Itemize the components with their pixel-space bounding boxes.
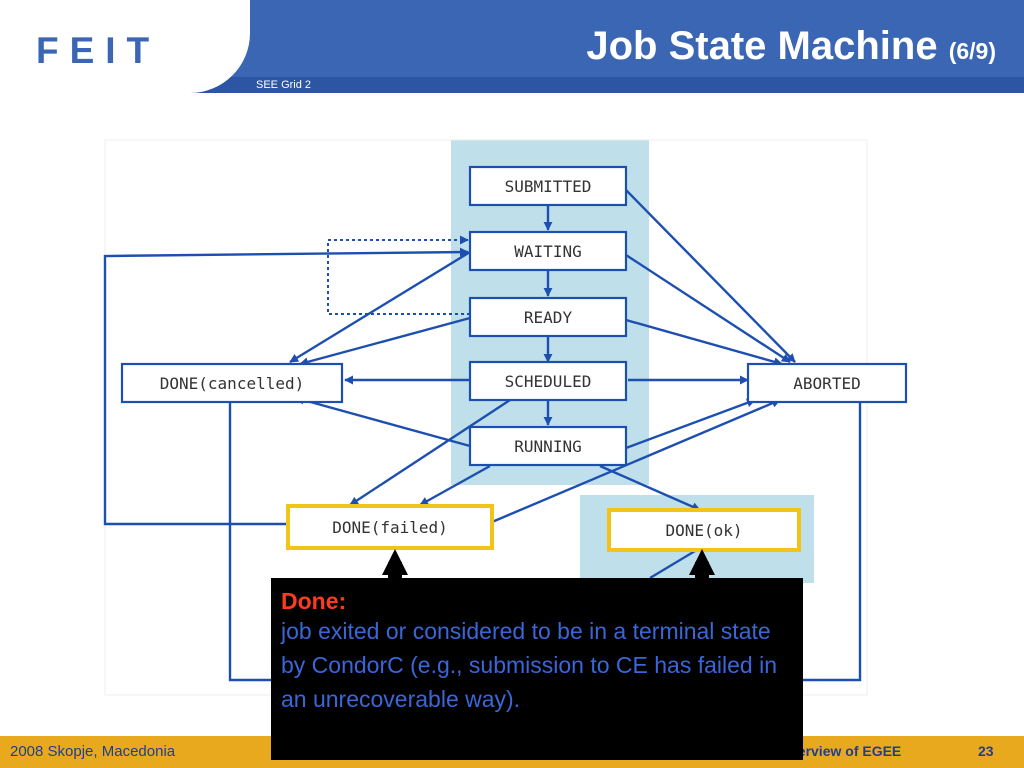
page-number: 23 (978, 743, 994, 759)
state-done-failed: DONE(failed) (286, 504, 494, 550)
logo-area (0, 0, 250, 93)
footer-title: verview of EGEE (790, 743, 902, 759)
state-aborted: ABORTED (746, 362, 908, 404)
state-running-label: RUNNING (514, 437, 581, 456)
arrow-failed-aborted (491, 398, 781, 524)
state-aborted-label: ABORTED (793, 374, 860, 393)
state-running: RUNNING (468, 425, 628, 467)
state-diagram: SUBMITTED WAITING READY SCHEDULED RUNNIN… (103, 139, 908, 696)
state-done-failed-label: DONE(failed) (332, 518, 448, 537)
arrow-ready-aborted (625, 318, 783, 367)
arrow-failed-waiting-loop (103, 247, 469, 526)
slide-title-part: (6/9) (948, 38, 996, 64)
line-aborted-down (803, 402, 862, 682)
slide-title: Job State Machine (6/9) (586, 24, 996, 69)
arrow-running-aborted (625, 398, 756, 450)
arrow-running-failed (419, 464, 491, 507)
state-done-cancelled: DONE(cancelled) (120, 362, 344, 404)
feit-logo: FEIT (36, 30, 161, 71)
line-cancelled-down (228, 402, 272, 682)
arrow-scheduled-failed (349, 398, 511, 507)
state-waiting-label: WAITING (514, 242, 581, 261)
state-scheduled: SCHEDULED (468, 360, 628, 402)
header-band (0, 77, 1024, 93)
state-submitted: SUBMITTED (468, 165, 628, 207)
state-done-cancelled-label: DONE(cancelled) (160, 374, 305, 393)
arrow-running-cancelled (295, 395, 471, 448)
state-done-ok-label: DONE(ok) (665, 521, 742, 540)
state-ready: READY (468, 296, 628, 338)
state-submitted-label: SUBMITTED (505, 177, 592, 196)
arrow-running-ok (599, 464, 701, 512)
arrow-submitted-aborted (625, 189, 796, 363)
state-done-ok: DONE(ok) (607, 508, 801, 552)
state-scheduled-label: SCHEDULED (505, 372, 592, 391)
arrow-waiting-aborted (625, 253, 791, 364)
arrow-waiting-cancelled (289, 250, 471, 364)
slide-subtitle: SEE Grid 2 (256, 79, 312, 91)
slide-title-main: Job State Machine (586, 24, 938, 68)
state-waiting: WAITING (468, 230, 628, 272)
arrow-ready-cancelled (299, 316, 471, 367)
footer-location: 2008 Skopje, Macedonia (10, 743, 176, 760)
state-ready-label: READY (524, 308, 573, 327)
done-callout: Done: job exited or considered to be in … (271, 578, 803, 760)
callout-title: Done: (281, 588, 347, 614)
callout-body: job exited or considered to be in a term… (281, 618, 778, 712)
